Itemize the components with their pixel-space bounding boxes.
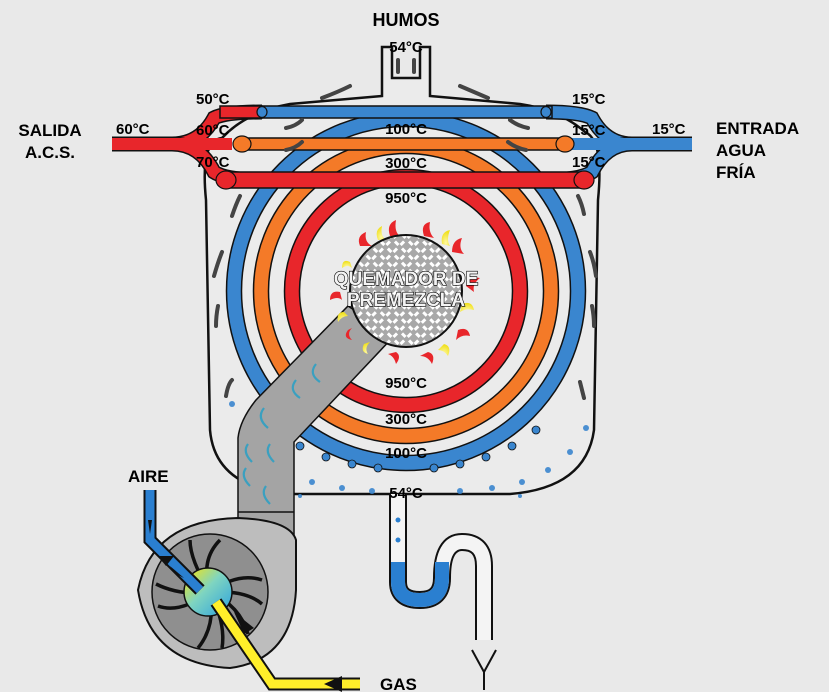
- flames: [330, 220, 480, 364]
- temp-middle-left: 60°C: [196, 122, 230, 139]
- temp-inner-bottom: 300°C: [385, 411, 427, 428]
- temp-condensate: 54°C: [389, 485, 423, 502]
- burner-mesh: [349, 234, 463, 348]
- temp-inner-left: 70°C: [196, 154, 230, 171]
- fan: [136, 516, 297, 670]
- label-entrada-1: ENTRADA: [716, 119, 799, 138]
- label-entrada-3: FRÍA: [716, 163, 756, 182]
- temp-inner-top: 300°C: [385, 155, 427, 172]
- temp-middle-bottom: 100°C: [385, 445, 427, 462]
- label-salida-1: SALIDA: [18, 121, 81, 140]
- air-duct: [237, 305, 396, 561]
- temp-inner-right: 15°C: [572, 154, 606, 171]
- temp-middle-right: 15°C: [572, 122, 606, 139]
- temp-inlet: 15°C: [652, 121, 686, 138]
- label-entrada-2: AGUA: [716, 141, 766, 160]
- label-humos: HUMOS: [373, 10, 440, 30]
- temp-core-bottom: 950°C: [385, 375, 427, 392]
- temp-core-top: 950°C: [385, 190, 427, 207]
- temp-outlet: 60°C: [116, 121, 150, 138]
- label-aire: AIRE: [128, 467, 169, 486]
- temp-flue-top: 54°C: [389, 39, 423, 56]
- temp-outer-right: 15°C: [572, 91, 606, 108]
- temp-middle-top: 100°C: [385, 121, 427, 138]
- coil-outer-blue: [226, 111, 586, 471]
- temp-outer-left: 50°C: [196, 91, 230, 108]
- condensate-trap: [389, 494, 497, 690]
- label-salida-2: A.C.S.: [25, 143, 75, 162]
- burner-label-2: PREMEZCLA: [347, 290, 466, 311]
- burner-label-1: QUEMADOR DE: [334, 269, 479, 290]
- label-gas: GAS: [380, 675, 417, 692]
- flue-arrows: [212, 58, 598, 400]
